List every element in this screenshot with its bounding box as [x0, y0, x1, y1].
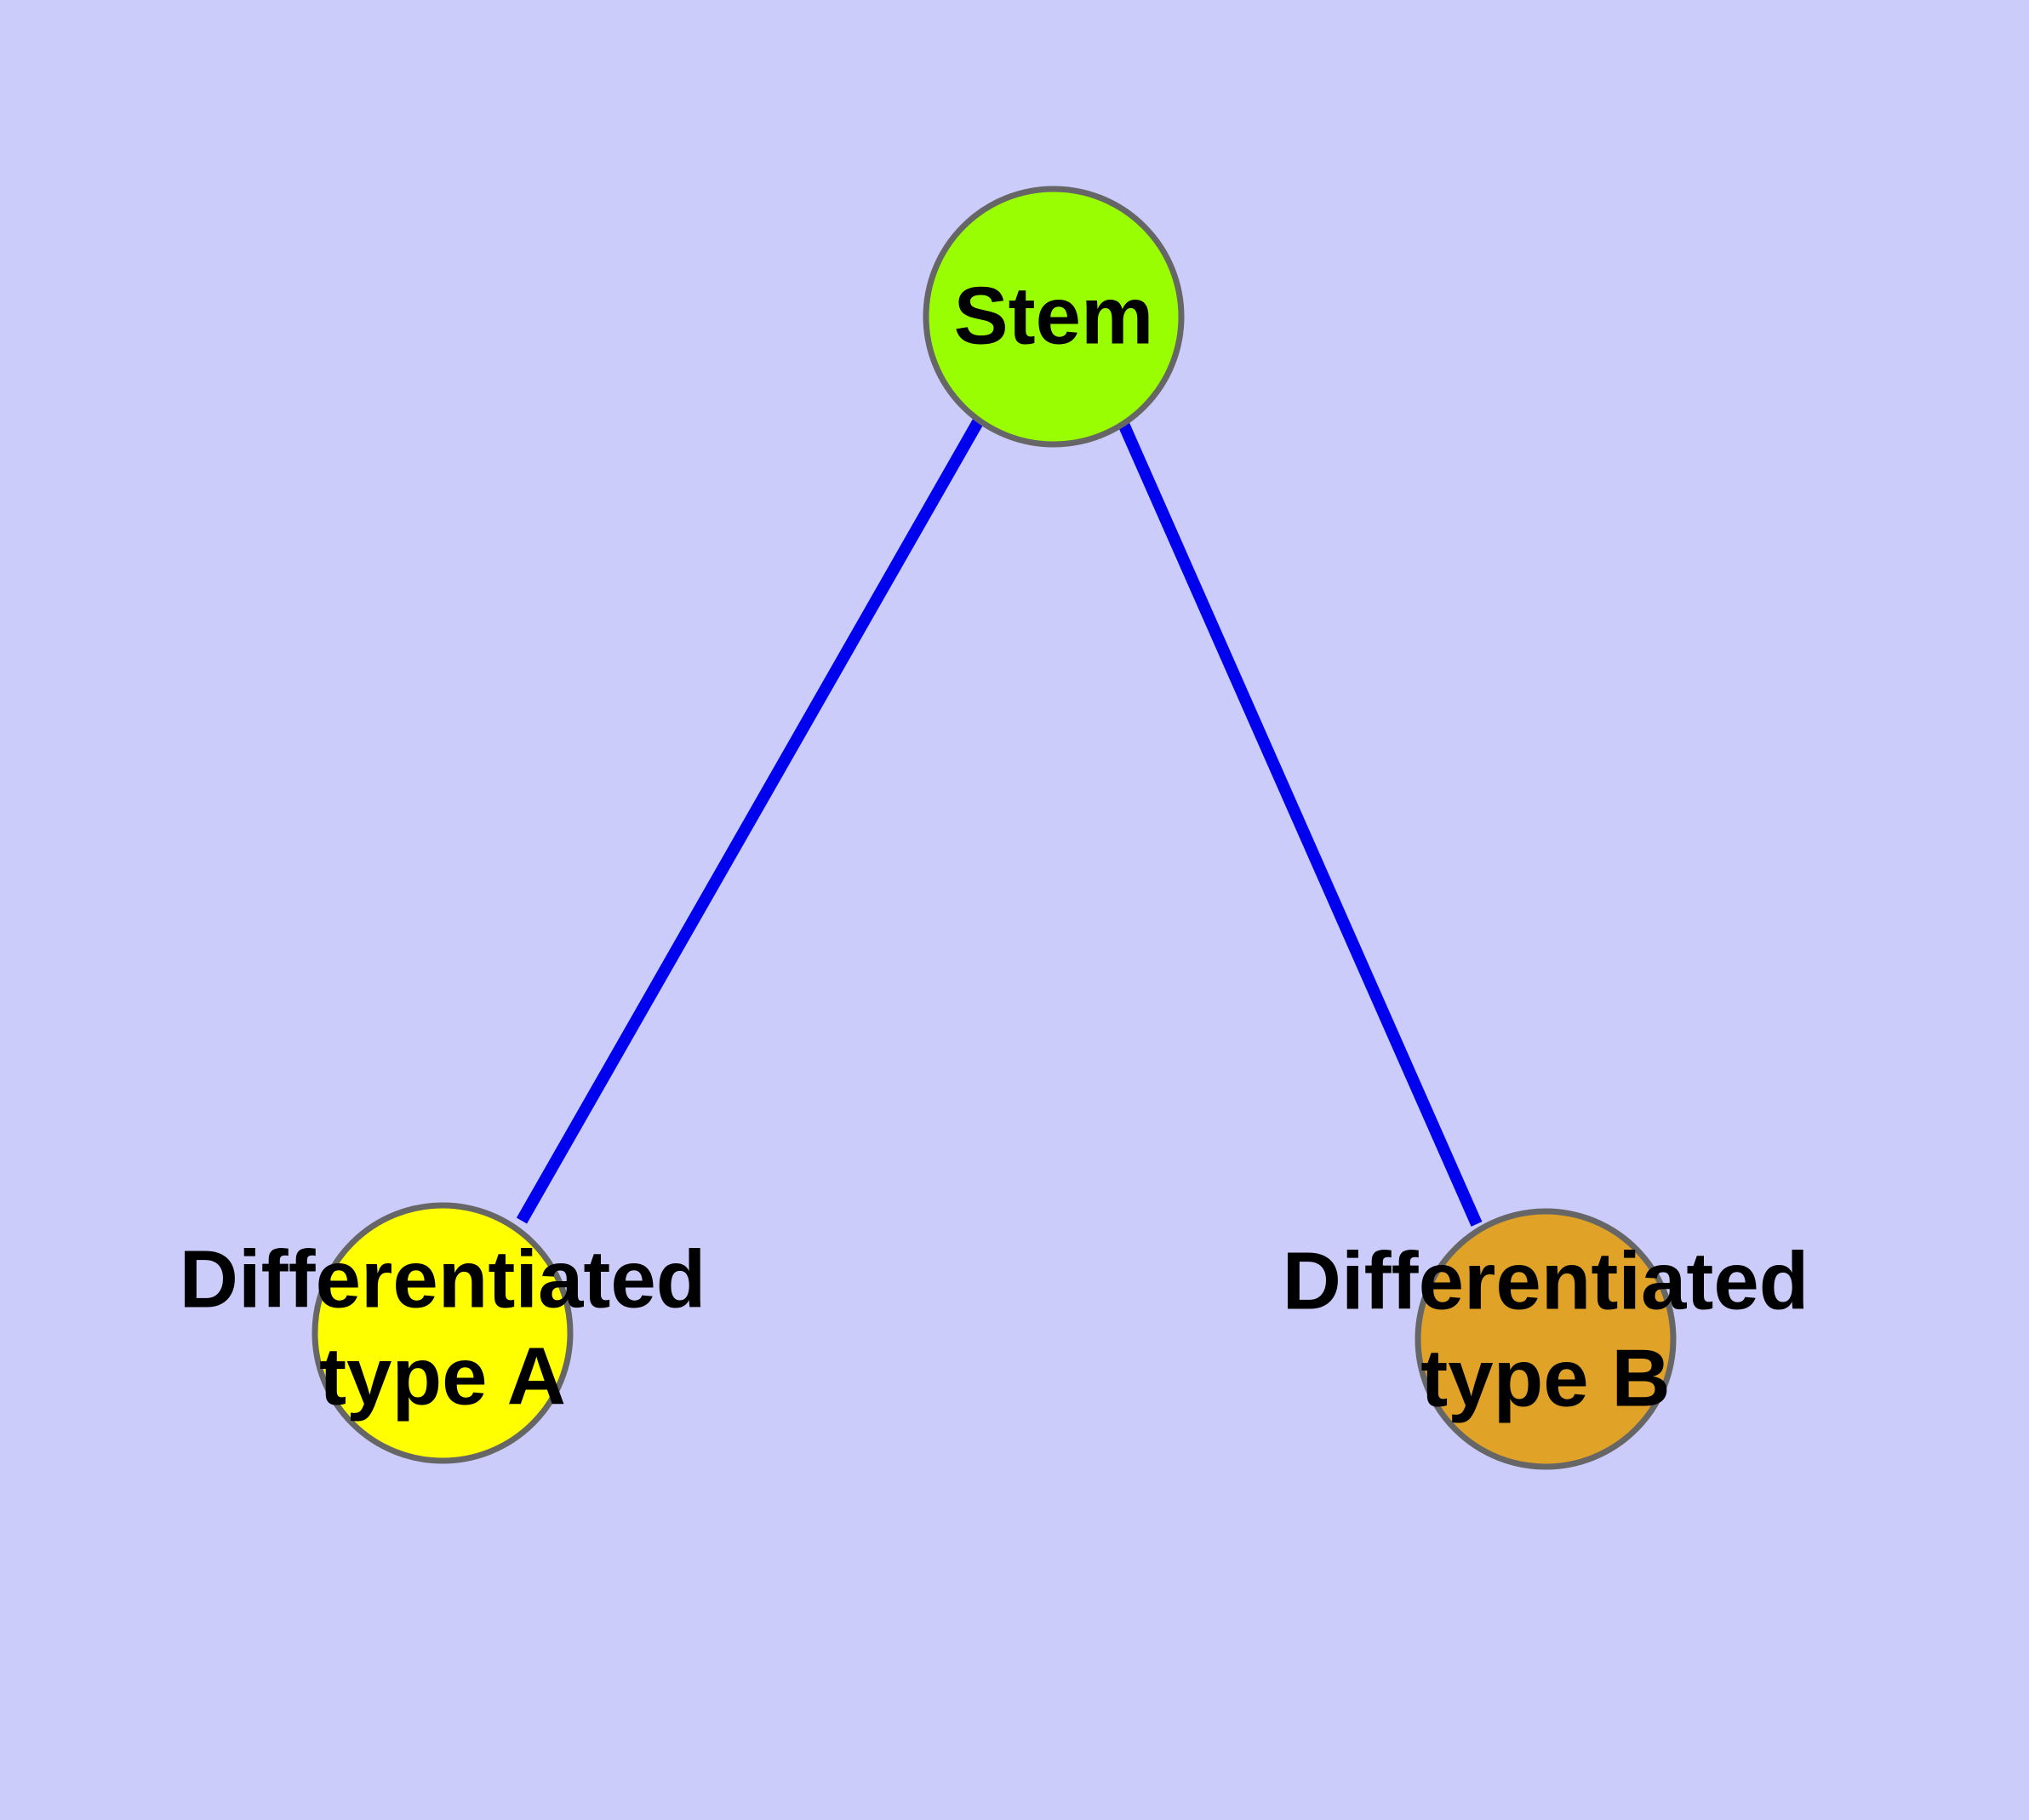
- edge-stem-to-differentiated-type-a[interactable]: [516, 417, 985, 1224]
- node-differentiated-type-a-circle[interactable]: [311, 1202, 574, 1464]
- node-differentiated-type-b-label-line1: Differentiated: [1283, 1235, 1809, 1326]
- edge-layer: [516, 417, 1483, 1227]
- node-layer: [311, 186, 1677, 1470]
- node-stem-label: Stem: [954, 270, 1154, 361]
- edge-stem-to-differentiated-type-b[interactable]: [1117, 421, 1483, 1227]
- node-stem[interactable]: [923, 186, 1185, 448]
- node-differentiated-type-a[interactable]: [311, 1202, 574, 1464]
- node-differentiated-type-b-label-line2: type B: [1420, 1332, 1670, 1423]
- node-differentiated-type-a-label-line2: type A: [319, 1331, 566, 1422]
- node-differentiated-type-a-label-line1: Differentiated: [180, 1233, 706, 1325]
- label-layer: Stem Differentiated type A Differentiate…: [180, 270, 1809, 1423]
- node-stem-circle[interactable]: [923, 186, 1185, 448]
- node-differentiated-type-b[interactable]: [1415, 1208, 1677, 1470]
- node-differentiated-type-b-circle[interactable]: [1415, 1208, 1677, 1470]
